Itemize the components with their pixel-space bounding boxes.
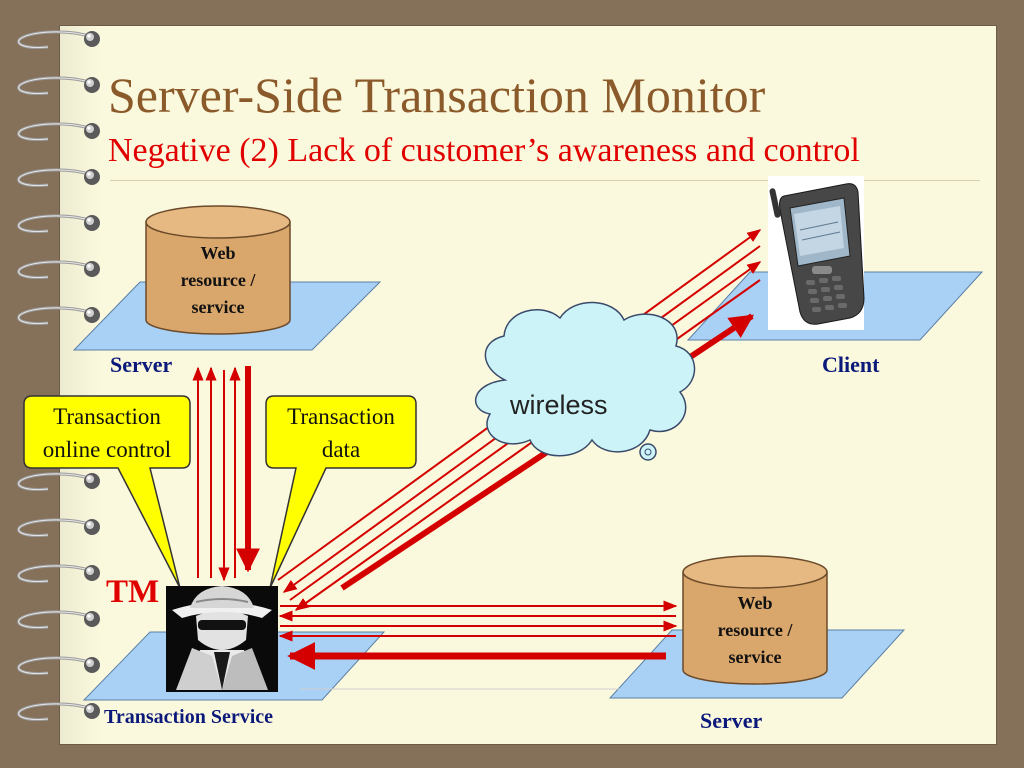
server-bottom-db-line-1: Web [737,593,773,613]
server-bottom-database-icon [682,555,828,685]
callout-transaction-data-shape [265,395,417,589]
tm-server-horizontal-arrows [278,600,678,642]
spiral-ring-icon [8,303,100,329]
server-bottom-db-line-3: service [728,647,782,667]
callout-transaction-data-line-1: Transaction [287,404,395,429]
spiral-ring-icon [8,211,100,237]
server-top-db-label: Web resource / service [146,240,290,321]
slide-subtitle: Negative (2) Lack of customer’s awarenes… [108,132,860,169]
spiral-ring-icon [8,73,100,99]
spiral-ring-icon [8,653,100,679]
server-top-db-line-1: Web [200,243,236,263]
spiral-ring-icon [8,257,100,283]
server-bottom-db-label: Web resource / service [683,590,827,671]
spiral-ring-icon [8,515,100,541]
mobile-phone-icon [768,176,865,330]
tm-label: TM [106,574,160,610]
spiral-ring-icon [8,469,100,495]
server-top-database-icon [145,205,291,335]
server-bottom-label: Server [700,708,763,733]
spiral-ring-icon [8,607,100,633]
server-top-label: Server [110,352,173,377]
wireless-label: wireless [510,390,608,420]
spiral-ring-icon [8,27,100,53]
server-bottom-db-line-2: resource / [717,620,793,640]
title-divider [110,180,980,181]
callout-online-control-text: Transaction online control [24,400,190,466]
callout-online-control-line-2: online control [42,437,172,462]
spiral-ring-icon [8,561,100,587]
server-tm-vertical-arrows [192,366,241,582]
spiral-ring-icon [8,699,100,725]
callout-online-control-line-1: Transaction [53,404,161,429]
callout-online-control-shape [23,395,191,589]
callout-transaction-data-line-2: data [321,437,361,462]
callout-transaction-data-text: Transaction data [266,400,416,466]
wireless-cloud-icon [474,301,696,461]
spy-agent-icon [166,586,278,692]
slide-title: Server-Side Transaction Monitor [108,67,766,123]
client-label: Client [822,352,880,377]
spiral-ring-icon [8,165,100,191]
spiral-ring-icon [8,119,100,145]
server-top-db-line-3: service [191,297,245,317]
transaction-service-label: Transaction Service [104,706,274,728]
server-top-db-line-2: resource / [180,270,256,290]
